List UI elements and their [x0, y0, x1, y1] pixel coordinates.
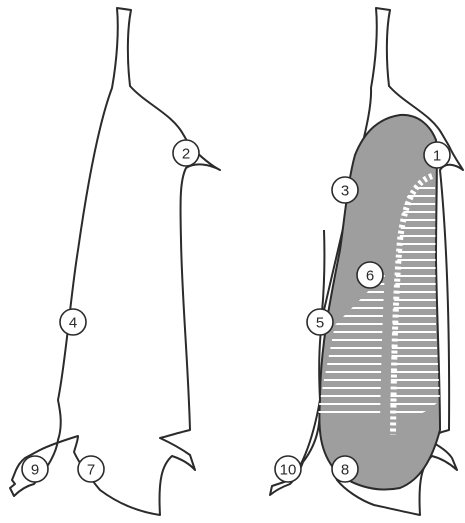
right-inner-line: [322, 230, 324, 312]
left-carcass-figure: 2 4 7 9: [10, 8, 220, 515]
left-carcass-outline: [10, 8, 220, 515]
callout-8-label: 8: [341, 462, 349, 479]
callout-9-label: 9: [31, 462, 39, 479]
shaded-cut-region: [319, 115, 440, 490]
callout-6: 6: [357, 262, 383, 288]
callout-3-label: 3: [341, 183, 349, 200]
callout-7: 7: [78, 456, 104, 482]
callout-2: 2: [173, 140, 199, 166]
callout-2-label: 2: [182, 146, 190, 163]
callout-5: 5: [307, 309, 333, 335]
callout-10-label: 10: [280, 462, 297, 479]
callout-3: 3: [332, 177, 358, 203]
callout-9: 9: [22, 456, 48, 482]
callout-7-label: 7: [87, 462, 95, 479]
right-carcass-figure: 1 3 5 6 8 10: [270, 8, 465, 515]
callout-4: 4: [60, 309, 86, 335]
callout-8: 8: [332, 456, 358, 482]
callout-10: 10: [275, 456, 301, 482]
callout-1-label: 1: [433, 148, 441, 165]
callout-5-label: 5: [316, 315, 324, 332]
callout-6-label: 6: [366, 268, 374, 285]
callout-4-label: 4: [69, 315, 77, 332]
callout-1: 1: [424, 142, 450, 168]
